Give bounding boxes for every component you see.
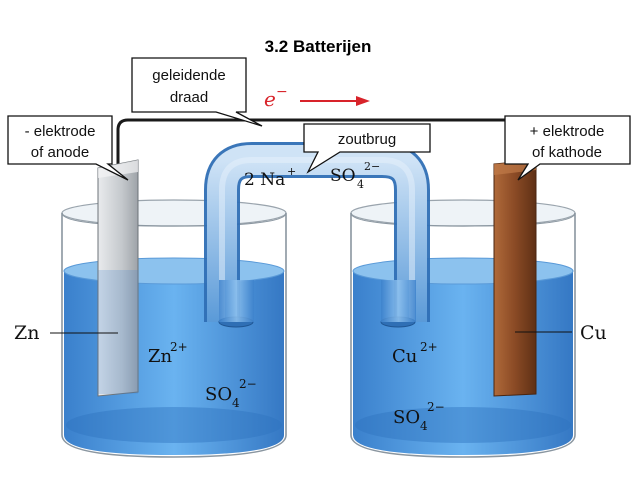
- electron-direction-arrow: [300, 96, 370, 106]
- left-beaker: [61, 199, 287, 458]
- zinc-ion-label: Zn: [148, 346, 173, 367]
- anode-callout: - elektrode of anode: [7, 115, 129, 181]
- right-so4-label: SO: [393, 407, 420, 428]
- electron-symbol: e: [264, 87, 276, 111]
- zinc-label: Zn: [14, 322, 39, 344]
- salt-bridge-callout: zoutbrug: [303, 123, 431, 174]
- left-so4-subscript: 4: [232, 396, 240, 410]
- bridge-sulfate-ion: SO 4 2−: [330, 160, 380, 191]
- left-zinc-ion: Zn 2+: [148, 340, 188, 367]
- bridge-na-charge: +: [287, 165, 296, 178]
- copper-electrode: [493, 159, 537, 397]
- bridge-na-label: 2 Na: [244, 170, 285, 190]
- right-beaker: [350, 199, 576, 458]
- right-so4-subscript: 4: [420, 419, 428, 433]
- left-sulfate-ion: SO 4 2−: [205, 377, 257, 410]
- cathode-callout: + elektrode of kathode: [504, 115, 631, 181]
- anode-callout-line2: of anode: [31, 144, 89, 161]
- cathode-callout-line2: of kathode: [532, 144, 602, 161]
- wire-callout-line1: geleidende: [152, 67, 225, 84]
- page-title: 3.2 Batterijen: [265, 37, 372, 56]
- copper-label-group: Cu: [515, 322, 607, 344]
- bridge-so4-subscript: 4: [357, 178, 364, 191]
- bridge-so4-charge: 2−: [364, 160, 380, 173]
- electron-charge: −: [276, 84, 288, 100]
- right-copper-ion: Cu 2+: [392, 340, 438, 367]
- left-so4-charge: 2−: [239, 377, 257, 391]
- zinc-ion-charge: 2+: [170, 340, 188, 354]
- bridge-sodium-ion: 2 Na +: [244, 165, 296, 190]
- bridge-so4-label: SO: [330, 166, 356, 186]
- right-sulfate-ion: SO 4 2−: [393, 400, 445, 433]
- salt-bridge-callout-text: zoutbrug: [338, 131, 396, 148]
- right-so4-charge: 2−: [427, 400, 445, 414]
- zinc-electrode: [97, 159, 139, 397]
- copper-ion-charge: 2+: [420, 340, 438, 354]
- left-so4-label: SO: [205, 384, 232, 405]
- wire-callout-line2: draad: [170, 89, 208, 106]
- zinc-label-group: Zn: [14, 322, 118, 344]
- electron-flow-label: e −: [264, 84, 288, 111]
- wire-callout: geleidende draad: [131, 57, 263, 127]
- copper-ion-label: Cu: [392, 346, 417, 367]
- cathode-callout-line1: + elektrode: [530, 123, 605, 140]
- anode-callout-line1: - elektrode: [25, 123, 96, 140]
- copper-label: Cu: [580, 322, 607, 344]
